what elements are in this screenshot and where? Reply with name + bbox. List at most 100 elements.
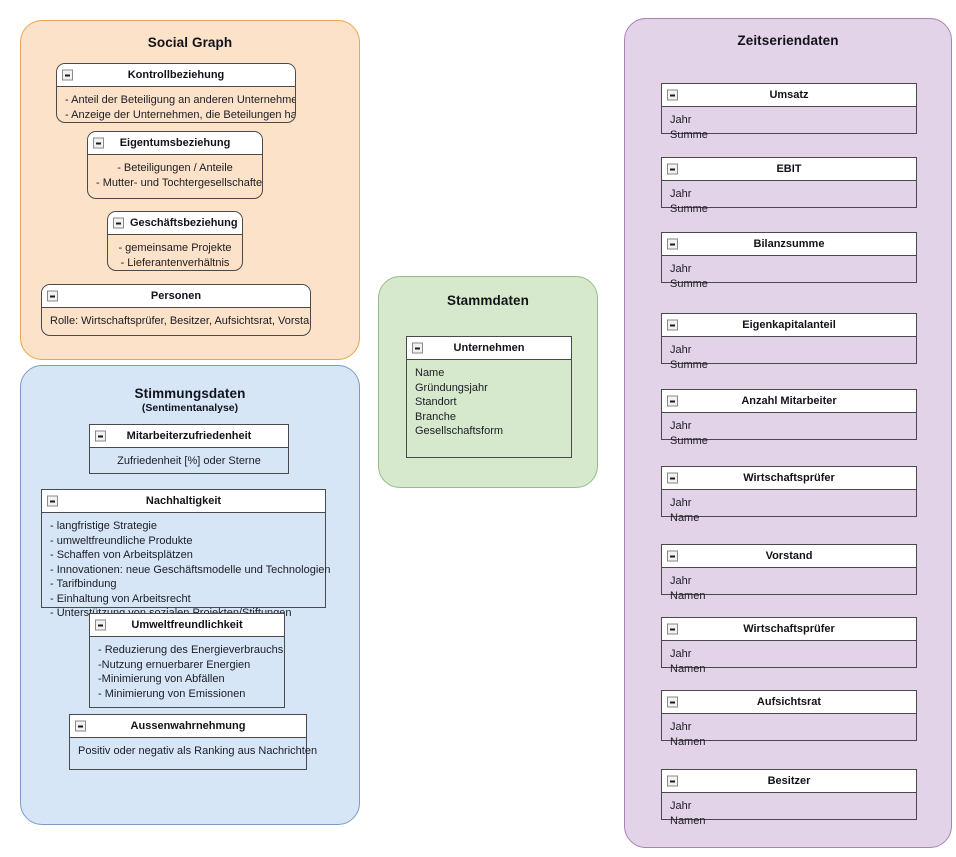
class-box-attribute: - Anteil der Beteiligung an anderen Unte… — [65, 94, 296, 106]
collapse-minus-icon[interactable] — [62, 69, 73, 81]
class-box-attribute: - Minimierung von Emissionen — [98, 687, 246, 700]
class-box-header: Aufsichtsrat — [662, 691, 916, 714]
class-box-attribute: Namen — [670, 814, 706, 827]
class-box-body: - Anteil der Beteiligung an anderen Unte… — [57, 87, 296, 122]
class-box-attribute: Name — [670, 511, 700, 524]
class-box-title: Geschäftsbeziehung — [130, 217, 238, 229]
class-box-title: Nachhaltigkeit — [145, 495, 222, 507]
class-box-attribute: Positiv oder negativ als Ranking aus Nac… — [78, 745, 318, 757]
collapse-minus-icon[interactable] — [667, 319, 678, 331]
class-box-attribute: Jahr — [670, 575, 692, 587]
panel-stimmungsdaten[interactable]: Stimmungsdaten (Sentimentanalyse) Mitarb… — [20, 365, 360, 825]
class-box-header: Aussenwahrnehmung — [70, 715, 306, 738]
class-box-attribute: Summe — [670, 277, 708, 290]
class-box-title: Anzahl Mitarbeiter — [741, 395, 837, 407]
class-box[interactable]: Kontrollbeziehung - Anteil der Beteiligun… — [56, 63, 296, 123]
class-box-title: Kontrollbeziehung — [127, 69, 225, 81]
panel-title-stimmungsdaten: Stimmungsdaten — [134, 386, 246, 401]
class-box[interactable]: Eigentumsbeziehung - Beteiligungen / Ante… — [87, 131, 263, 199]
class-box[interactable]: Geschäftsbeziehung - gemeinsame Projekte -… — [107, 211, 243, 271]
class-box-attribute: Name — [415, 367, 445, 379]
class-box-header: Wirtschaftsprüfer — [662, 467, 916, 490]
collapse-minus-icon[interactable] — [113, 217, 124, 229]
collapse-minus-icon[interactable] — [95, 619, 106, 631]
panel-social-graph[interactable]: Social Graph Kontrollbeziehung- Anteil d… — [20, 20, 360, 360]
collapse-minus-icon[interactable] — [412, 342, 423, 354]
panel-title-stammdaten: Stammdaten — [446, 293, 530, 308]
class-box-attribute: - Tarifbindung — [50, 578, 117, 590]
class-box-title: Bilanzsumme — [753, 238, 825, 250]
class-box-attribute: Jahr — [670, 648, 692, 660]
collapse-minus-icon[interactable] — [667, 89, 678, 101]
class-box-attribute: - langfristige Strategie — [50, 520, 157, 532]
class-box-header: Besitzer — [662, 770, 916, 793]
class-box-attribute: Zufriedenheit [%] oder Sterne — [117, 455, 261, 467]
class-box-title: Aussenwahrnehmung — [130, 720, 246, 732]
class-box-header: Vorstand — [662, 545, 916, 568]
collapse-minus-icon[interactable] — [667, 775, 678, 787]
class-box-body: Rolle: Wirtschaftsprüfer, Besitzer, Aufs… — [42, 308, 310, 335]
collapse-minus-icon[interactable] — [667, 550, 678, 562]
class-box-attribute: Jahr — [670, 344, 692, 356]
class-box[interactable]: Umweltfreundlichkeit - Reduzierung des En… — [89, 613, 285, 708]
class-box-header: Umweltfreundlichkeit — [90, 614, 284, 637]
panel-subtitle-stimmungsdaten: (Sentimentanalyse) — [141, 402, 239, 414]
class-box-attribute: - Schaffen von Arbeitsplätzen — [50, 549, 193, 561]
class-box-body: - langfristige Strategie- umweltfreundli… — [42, 513, 331, 627]
collapse-minus-icon[interactable] — [667, 238, 678, 250]
class-box-header: Eigentumsbeziehung — [88, 132, 262, 155]
class-box-title: Unternehmen — [453, 342, 525, 354]
class-box-header: Wirtschaftsprüfer — [662, 618, 916, 641]
collapse-minus-icon[interactable] — [95, 430, 106, 442]
class-box-attribute: -Nutzung ernuerbarer Energien — [98, 658, 251, 671]
class-box[interactable]: Nachhaltigkeit - langfristige Strategie - … — [41, 489, 331, 619]
collapse-minus-icon[interactable] — [47, 495, 58, 507]
class-box-attribute: - Mutter- und Tochtergesellschaften — [96, 176, 263, 189]
class-box-header: Mitarbeiterzufriedenheit — [90, 425, 288, 448]
class-box-attribute: - Reduzierung des Energieverbrauchs — [98, 644, 284, 656]
collapse-minus-icon[interactable] — [667, 623, 678, 635]
collapse-minus-icon[interactable] — [667, 163, 678, 175]
collapse-minus-icon[interactable] — [47, 290, 58, 302]
collapse-minus-icon[interactable] — [667, 395, 678, 407]
class-box-body: Positiv oder negativ als Ranking aus Nac… — [70, 738, 318, 765]
collapse-minus-icon[interactable] — [93, 137, 104, 149]
class-box-header: Eigenkapitalanteil — [662, 314, 916, 337]
collapse-minus-icon[interactable] — [75, 720, 86, 732]
class-box-attribute: Gesellschaftsform — [415, 425, 504, 437]
class-box-attribute: Namen — [670, 589, 706, 602]
class-box-attribute: - Beteiligungen / Anteile — [117, 162, 233, 174]
collapse-minus-icon[interactable] — [667, 696, 678, 708]
class-box-header: Umsatz — [662, 84, 916, 107]
class-box-attribute: Summe — [670, 128, 708, 141]
collapse-minus-icon[interactable] — [667, 472, 678, 484]
class-box-attribute: Jahr — [670, 188, 692, 200]
class-box-attribute: - gemeinsame Projekte — [118, 242, 232, 254]
class-box-attribute: - Lieferantenverhältnis — [120, 256, 230, 269]
class-box-attribute: Jahr — [670, 721, 692, 733]
class-box-title: Besitzer — [767, 775, 811, 787]
